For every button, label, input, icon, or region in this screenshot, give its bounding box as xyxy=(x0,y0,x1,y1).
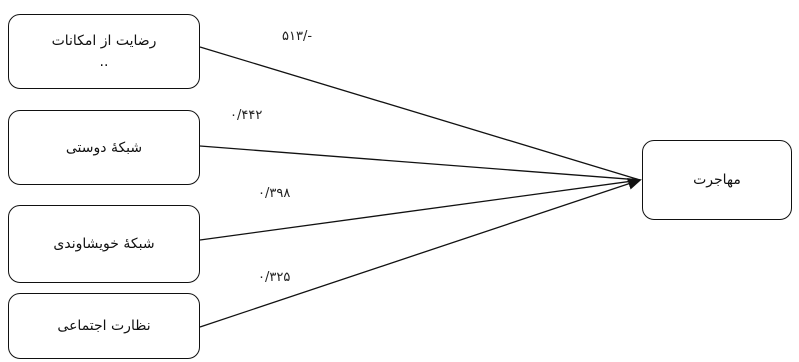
node-migration: مهاجرت xyxy=(642,140,792,220)
path-coefficient-2: ۰/۴۴۲ xyxy=(230,108,262,123)
node-satisfaction-label-continuation: .. xyxy=(100,52,109,72)
node-satisfaction-label: رضایت از امکانات xyxy=(52,31,157,51)
node-kinship-network: شبکۀ خویشاوندی xyxy=(8,205,200,283)
path-arrow-1 xyxy=(200,47,640,180)
path-coefficient-4: ۰/۳۲۵ xyxy=(258,270,290,285)
node-social-control-label: نظارت اجتماعی xyxy=(57,318,150,334)
path-coefficient-1: -/۵۱۳ xyxy=(282,29,312,44)
node-friendship-network: شبکۀ دوستی xyxy=(8,110,200,185)
node-migration-label: مهاجرت xyxy=(693,172,741,188)
node-friendship-network-label: شبکۀ دوستی xyxy=(66,140,142,156)
node-satisfaction-with-facilities: رضایت از امکانات .. xyxy=(8,14,200,89)
node-kinship-network-label: شبکۀ خویشاوندی xyxy=(53,236,154,252)
path-coefficient-3: ۰/۳۹۸ xyxy=(258,186,290,201)
node-social-control: نظارت اجتماعی xyxy=(8,293,200,359)
path-arrow-2 xyxy=(200,146,640,180)
path-arrow-4 xyxy=(200,180,640,327)
